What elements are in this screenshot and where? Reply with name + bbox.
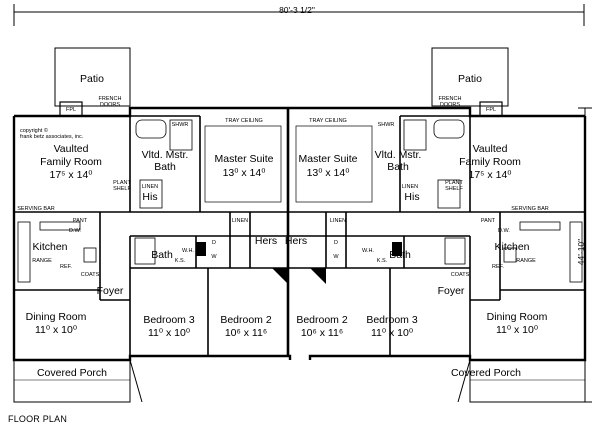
right-family-room-label-1: Vaulted [473, 143, 508, 155]
covered-porch-right [469, 360, 586, 403]
right-master-bath-label-2: Bath [387, 161, 409, 173]
left-french-doors-label-2: DOORS [100, 102, 121, 108]
left-coats-closet-label: COATS [81, 272, 100, 278]
left-master-bath-label-2: Bath [154, 161, 176, 173]
left-french-doors-label-1: FRENCH [99, 96, 122, 102]
right-family-room-label-2: Family Room [459, 156, 521, 168]
left-plant-shelf-label-2: SHELF [113, 186, 131, 192]
right-french-doors-label-1: FRENCH [439, 96, 462, 102]
right-shower-label: SHWR [378, 122, 395, 128]
left-refrigerator-label: REF. [60, 264, 72, 270]
right-pantry-label: PANT [481, 218, 496, 224]
left-kneespace-label: K.S. [175, 258, 186, 264]
overall-depth-label: 44'-10" [576, 239, 586, 265]
left-dryer-label: D [212, 240, 216, 246]
right-dining-room-label: Dining Room [487, 311, 548, 323]
left-master-suite-size: 13⁰ x 14⁰ [223, 167, 267, 179]
right-water-heater-label: W.H. [362, 248, 374, 254]
right-bedroom-3-label: Bedroom 3 [366, 314, 418, 326]
left-bedroom-3-label: Bedroom 3 [143, 314, 195, 326]
left-his-closet-label: His [142, 191, 157, 203]
right-dryer-label: D [334, 240, 338, 246]
left-master-bath-label-1: Vltd. Mstr. [142, 149, 189, 161]
plan-caption: FLOOR PLAN [8, 414, 68, 424]
right-family-room-size: 17⁵ x 14⁰ [468, 169, 512, 181]
left-family-room-label-2: Family Room [40, 156, 102, 168]
copyright-line-1: copyright © [20, 127, 48, 134]
right-french-doors-label-2: DOORS [440, 102, 461, 108]
right-master-suite-size: 13⁰ x 14⁰ [307, 167, 351, 179]
patio-right [431, 47, 509, 107]
left-bath-label: Bath [151, 249, 173, 261]
right-washer-label: W [333, 254, 339, 260]
right-bedroom-2-size: 10⁶ x 11⁶ [301, 327, 343, 339]
left-plant-shelf-label-1: PLANT [113, 180, 131, 186]
right-hall-linen-label: LINEN [330, 218, 346, 224]
right-range-label: RANGE [516, 258, 536, 264]
right-hers-closet-label: Hers [285, 235, 307, 247]
right-plant-shelf-label-1: PLANT [445, 180, 463, 186]
left-washer-label: W [211, 254, 217, 260]
right-kneespace-label: K.S. [377, 258, 388, 264]
left-master-suite-label: Master Suite [215, 153, 274, 165]
left-linen-closet-label: LINEN [142, 184, 158, 190]
patio-left [54, 47, 131, 107]
right-plant-shelf-label-2: SHELF [445, 186, 463, 192]
right-linen-closet-label: LINEN [402, 184, 418, 190]
left-bedroom-2-label: Bedroom 2 [220, 314, 272, 326]
left-water-heater-label: W.H. [182, 248, 194, 254]
right-refrigerator-label: REF. [492, 264, 504, 270]
covered-porch-left [13, 360, 131, 403]
right-dishwasher-label: D.W. [498, 228, 510, 234]
right-master-suite-label: Master Suite [299, 153, 358, 165]
right-covered-porch-label: Covered Porch [451, 367, 521, 379]
left-patio-label: Patio [80, 73, 104, 85]
left-shower-label: SHWR [172, 122, 189, 128]
copyright-line-2: frank betz associates, inc. [20, 134, 84, 140]
right-patio-label: Patio [458, 73, 482, 85]
left-tray-ceiling-label: TRAY CEILING [225, 118, 263, 124]
left-family-room-size: 17⁵ x 14⁰ [49, 169, 93, 181]
left-kitchen-label: Kitchen [32, 241, 67, 253]
left-bedroom-2-size: 10⁶ x 11⁶ [225, 327, 267, 339]
right-kitchen-label: Kitchen [494, 241, 529, 253]
left-foyer-label: Foyer [97, 285, 124, 297]
right-serving-bar-label: SERVING BAR [511, 206, 549, 212]
left-dining-room-size: 11⁰ x 10⁰ [35, 324, 78, 336]
right-coats-closet-label: COATS [451, 272, 470, 278]
right-foyer-label: Foyer [438, 285, 465, 297]
left-family-room-label-1: Vaulted [54, 143, 89, 155]
right-bedroom-3-size: 11⁰ x 10⁰ [371, 327, 414, 339]
left-serving-bar-label: SERVING BAR [17, 206, 55, 212]
left-bedroom-3-size: 11⁰ x 10⁰ [148, 327, 191, 339]
right-tray-ceiling-label: TRAY CEILING [309, 118, 347, 124]
left-covered-porch-label: Covered Porch [37, 367, 107, 379]
left-hers-closet-label: Hers [255, 235, 277, 247]
left-dishwasher-label: D.W. [69, 228, 81, 234]
right-dining-room-size: 11⁰ x 10⁰ [496, 324, 539, 336]
right-fireplace-label: FPL [486, 107, 496, 113]
left-dining-room-label: Dining Room [26, 311, 87, 323]
right-bath-label: Bath [389, 249, 411, 261]
right-master-bath-label-1: Vltd. Mstr. [375, 149, 422, 161]
right-bedroom-2-label: Bedroom 2 [296, 314, 348, 326]
overall-width-label: 80'-3 1/2" [279, 5, 315, 15]
left-pantry-label: PANT [73, 218, 88, 224]
right-his-closet-label: His [404, 191, 419, 203]
left-range-label: RANGE [32, 258, 52, 264]
left-hall-linen-label: LINEN [232, 218, 248, 224]
left-fireplace-label: FPL [66, 107, 76, 113]
